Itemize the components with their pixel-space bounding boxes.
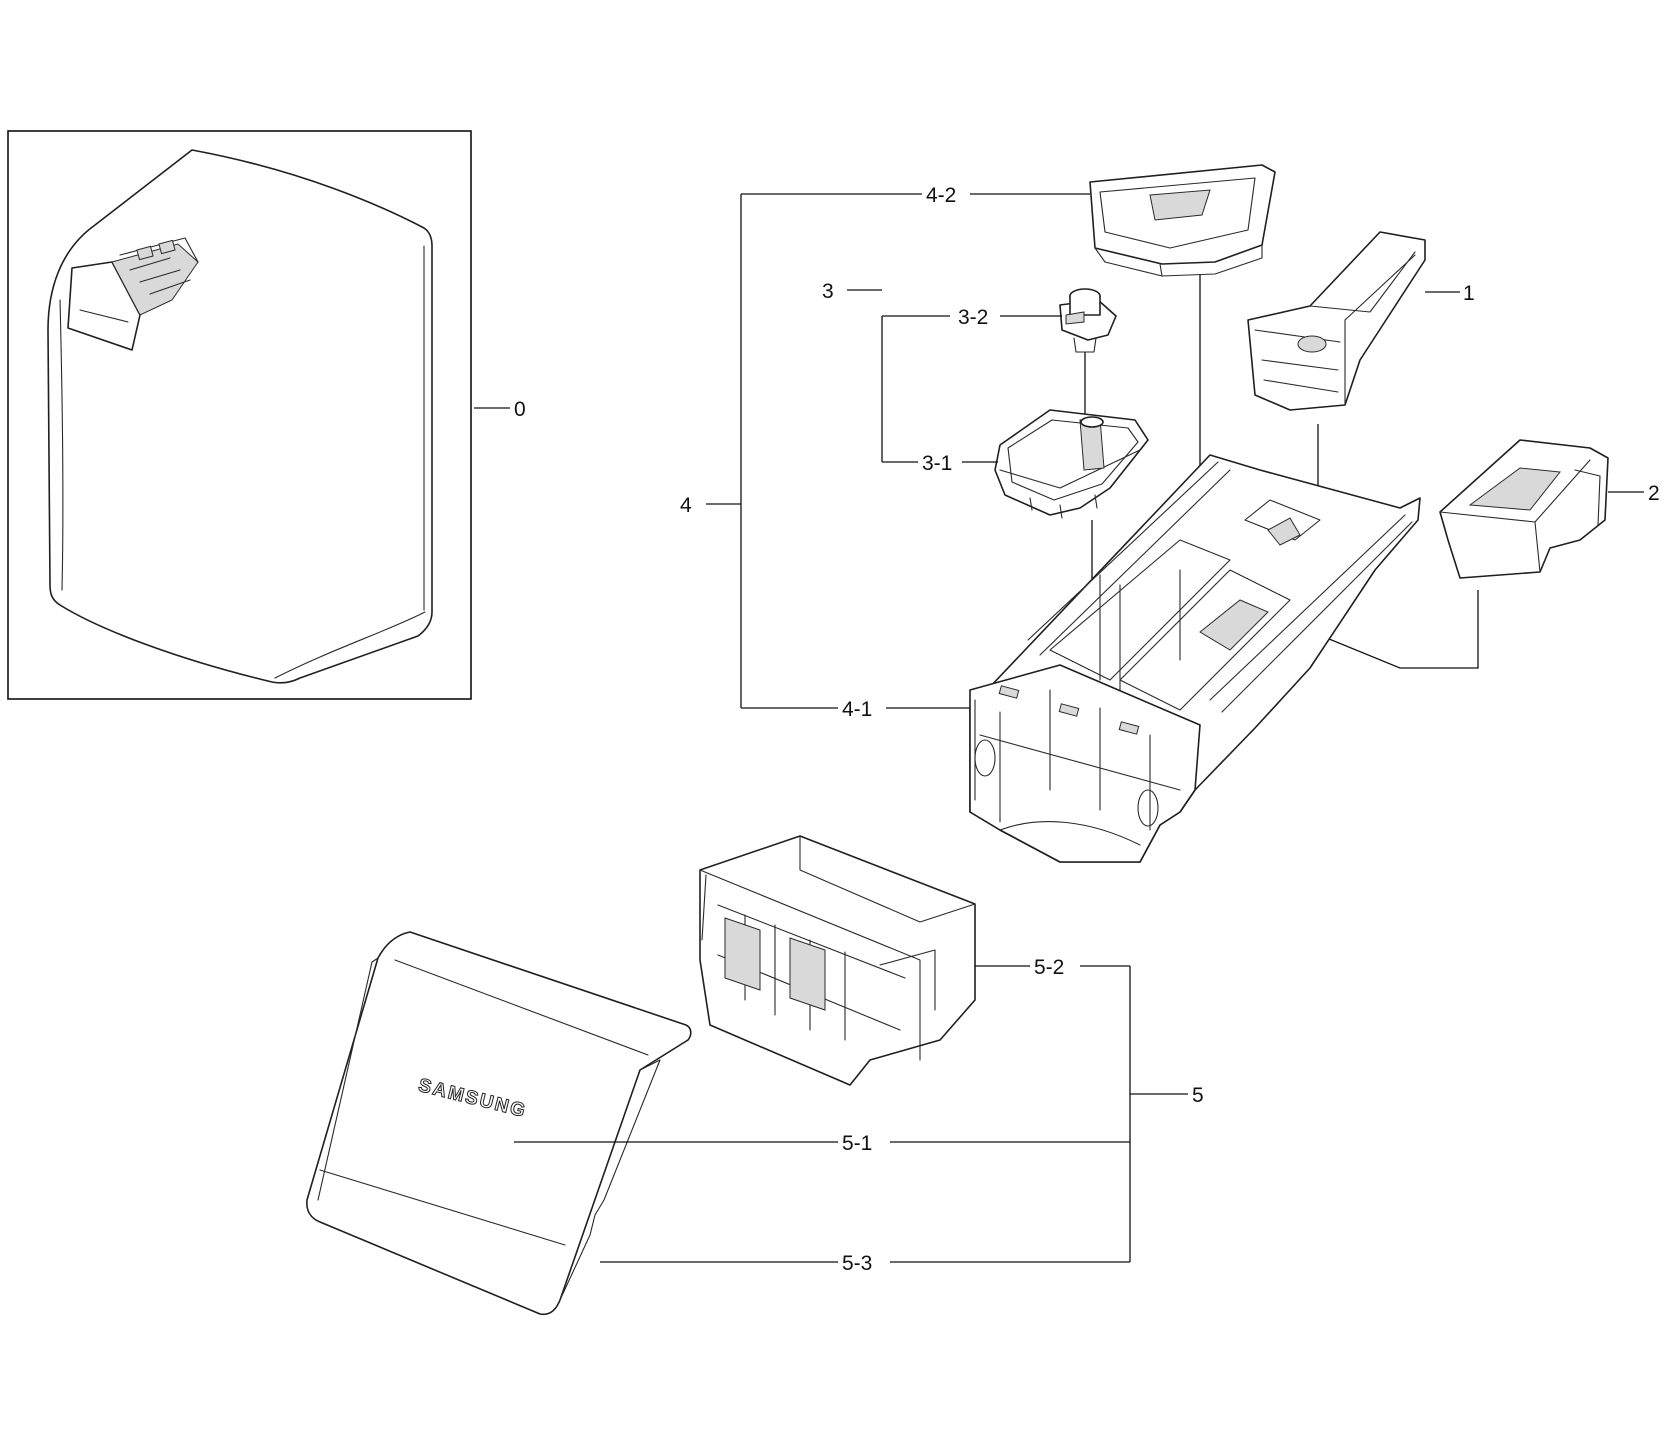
callout-1: 1 <box>1463 282 1475 305</box>
callout-5: 5 <box>1192 1084 1204 1107</box>
part-5-1-front-panel: SAMSUNG <box>306 931 692 1316</box>
overview-inset: 0 <box>7 130 526 700</box>
callout-5-3: 5-3 <box>842 1252 872 1275</box>
part-3-1-cup <box>994 409 1149 585</box>
callout-4-1: 4-1 <box>842 698 872 721</box>
bracket-5: 5-2 5 5-1 5-3 <box>514 956 1204 1275</box>
callout-0: 0 <box>514 398 526 421</box>
callout-4: 4 <box>680 494 692 517</box>
part-1-compartment: 1 <box>1247 231 1475 565</box>
callout-3-2: 3-2 <box>958 306 988 329</box>
callout-5-1: 5-1 <box>842 1132 872 1155</box>
part-4-2-tray <box>1089 164 1276 520</box>
callout-2: 2 <box>1648 482 1660 505</box>
part-3-2-valve <box>1059 288 1117 420</box>
part-4-1-housing <box>969 454 1421 863</box>
callout-3: 3 <box>822 280 834 303</box>
washer-cabinet <box>47 149 433 684</box>
part-5-2-drawer-body <box>699 835 976 1086</box>
bracket-4: 4 4-2 4-1 <box>680 184 1090 721</box>
callout-5-2: 5-2 <box>1034 956 1064 979</box>
inset-frame <box>7 130 472 700</box>
inset-dispenser-drawer <box>67 237 199 351</box>
callout-3-1: 3-1 <box>922 452 952 475</box>
part-2-small-tray: 2 <box>1179 439 1660 669</box>
bracket-3: 3 3-2 3-1 <box>822 280 1062 475</box>
callout-4-2: 4-2 <box>926 184 956 207</box>
